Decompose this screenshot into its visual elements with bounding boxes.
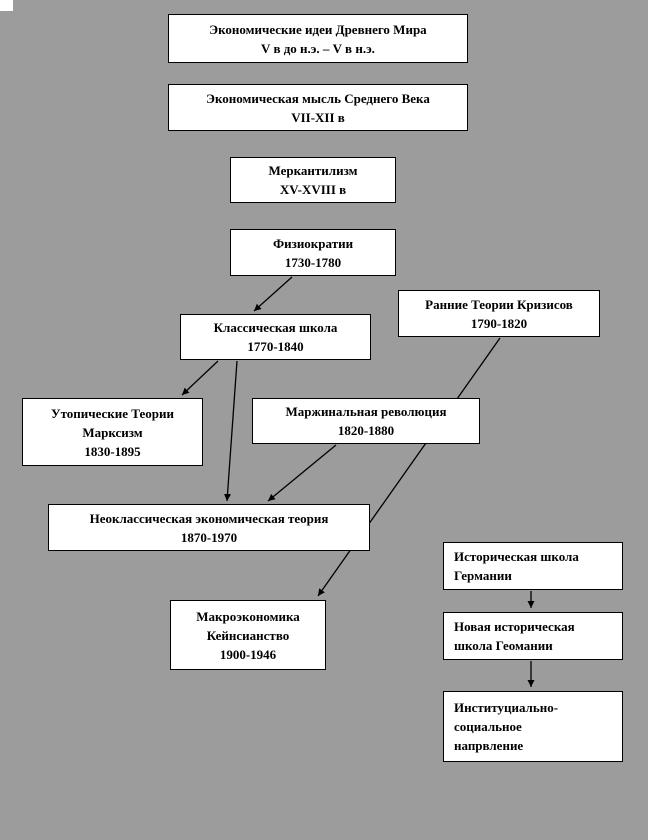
arrow-crisis-theories-to-macroeconomics	[317, 337, 501, 597]
arrow-physiocrats-to-classical	[253, 276, 293, 312]
node-ancient-world: Экономические идеи Древнего Мира V в до …	[168, 14, 468, 63]
node-classical-school-line-1: Классическая школа	[213, 320, 338, 335]
node-ancient-world-line-2: V в до н.э. – V в н.э.	[261, 40, 375, 56]
node-marginal-revolution: Маржинальная революция 1820-1880	[252, 398, 480, 444]
node-institutional: Институциально- социальное напрвление	[443, 691, 623, 762]
node-neoclassical-line-2: 1870-1970	[180, 529, 238, 545]
node-marginal-revolution-line-1: Маржинальная революция	[285, 404, 447, 419]
scan-corner-artifact	[0, 0, 13, 11]
arrow-classical-to-neoclassical	[224, 360, 238, 502]
node-utopian-theories-line-3: 1830-1895	[84, 443, 141, 459]
node-historical-school-line-1: Историческая школа	[454, 549, 579, 564]
node-macroeconomics-line-1: Макроэкономика	[196, 608, 300, 624]
node-historical-school-line-2: Германии	[454, 568, 512, 583]
node-mercantilism-line-1: Меркантилизм	[268, 163, 358, 178]
node-new-historical-school-line-1: Новая историческая	[454, 619, 575, 634]
node-macroeconomics: Макроэкономика Кейнсианство 1900-1946	[170, 600, 326, 670]
node-early-crisis-theories-line-2: 1790-1820	[470, 315, 528, 331]
node-middle-ages: Экономическая мысль Среднего Века VII-XI…	[168, 84, 468, 131]
node-middle-ages-line-2: VII-XII в	[291, 109, 345, 125]
node-utopian-theories-line-2: Марксизм	[82, 424, 143, 440]
arrow-classical-to-utopian	[181, 360, 219, 396]
node-physiocrats-line-1: Физиократии	[272, 235, 354, 251]
node-mercantilism-line-2: XV-XVIII в	[279, 182, 347, 197]
node-new-historical-school: Новая историческая школа Геомании	[443, 612, 623, 660]
node-mercantilism: Меркантилизм XV-XVIII в	[230, 157, 396, 203]
node-neoclassical: Неоклассическая экономическая теория 187…	[48, 504, 370, 551]
node-early-crisis-theories-line-1: Ранние Теории Кризисов	[425, 296, 573, 312]
node-classical-school-line-2: 1770-1840	[247, 339, 304, 354]
node-physiocrats: Физиократии 1730-1780	[230, 229, 396, 276]
node-early-crisis-theories: Ранние Теории Кризисов 1790-1820	[398, 290, 600, 337]
node-utopian-theories: Утопические Теории Марксизм 1830-1895	[22, 398, 203, 466]
node-classical-school: Классическая школа 1770-1840	[180, 314, 371, 360]
arrow-marginal-to-neoclassical	[267, 444, 337, 502]
node-middle-ages-line-1: Экономическая мысль Среднего Века	[206, 90, 430, 106]
node-utopian-theories-line-1: Утопические Теории	[51, 405, 174, 421]
node-macroeconomics-line-2: Кейнсианство	[206, 627, 290, 643]
node-physiocrats-line-2: 1730-1780	[284, 254, 342, 270]
node-institutional-line-2: социальное	[454, 719, 522, 734]
node-institutional-line-1: Институциально-	[454, 700, 559, 715]
node-macroeconomics-line-3: 1900-1946	[219, 646, 277, 662]
node-new-historical-school-line-2: школа Геомании	[454, 638, 553, 653]
node-historical-school: Историческая школа Германии	[443, 542, 623, 590]
node-marginal-revolution-line-2: 1820-1880	[337, 423, 395, 438]
node-ancient-world-line-1: Экономические идеи Древнего Мира	[209, 21, 427, 37]
node-institutional-line-3: напрвление	[454, 738, 524, 753]
node-neoclassical-line-1: Неоклассическая экономическая теория	[89, 510, 329, 526]
